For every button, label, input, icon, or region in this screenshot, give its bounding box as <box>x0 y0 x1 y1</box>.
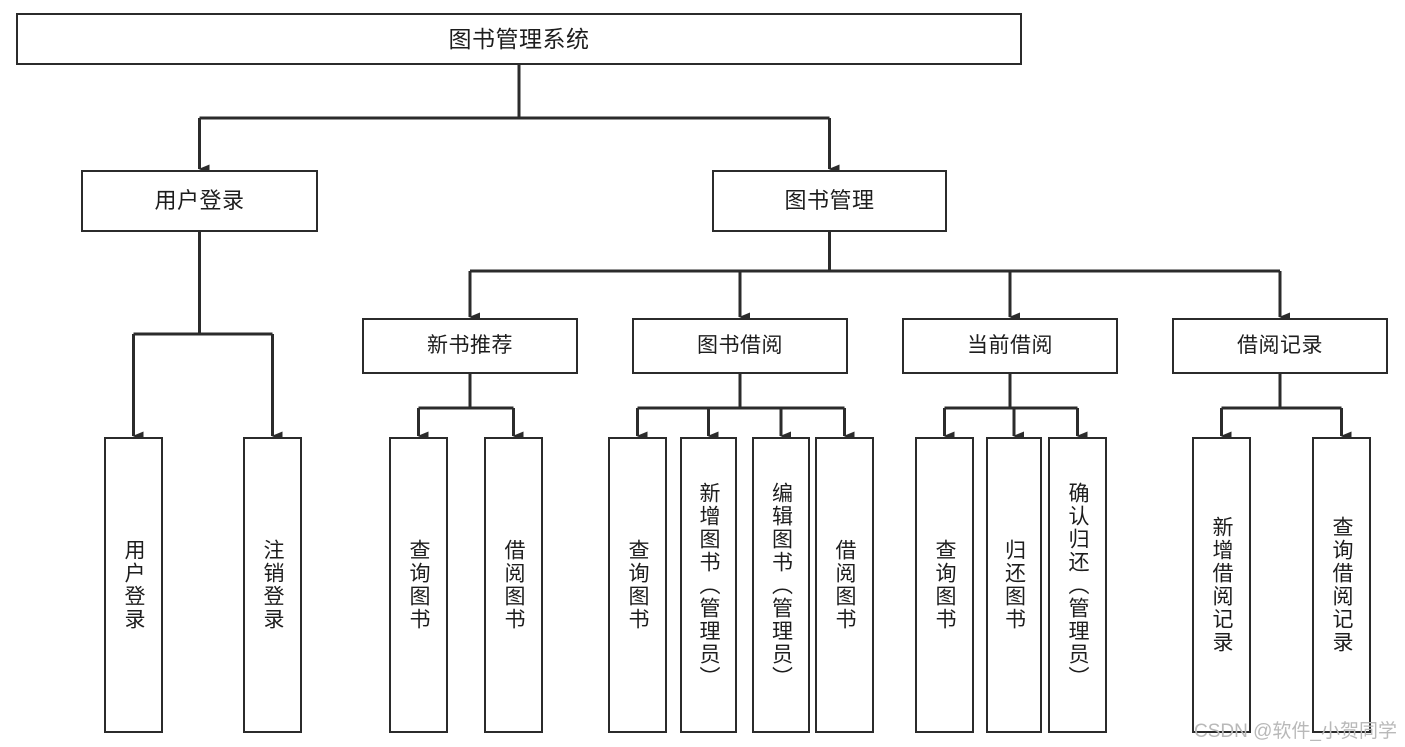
node-leaf-12[interactable]: 新增借阅记录 <box>1192 437 1251 733</box>
node-leaf-9[interactable]: 查询图书 <box>915 437 974 733</box>
node-newbook[interactable]: 新书推荐 <box>362 318 578 374</box>
node-label: 确认归还（管理员） <box>1066 481 1089 689</box>
node-label: 新增借阅记录 <box>1210 516 1233 654</box>
node-leaf-8[interactable]: 借阅图书 <box>815 437 874 733</box>
node-leaf-5[interactable]: 查询图书 <box>608 437 667 733</box>
node-leaf-4[interactable]: 借阅图书 <box>484 437 543 733</box>
node-leaf-13[interactable]: 查询借阅记录 <box>1312 437 1371 733</box>
node-bookmgmt[interactable]: 图书管理 <box>712 170 947 232</box>
node-current[interactable]: 当前借阅 <box>902 318 1118 374</box>
node-leaf-1[interactable]: 用户登录 <box>104 437 163 733</box>
node-leaf-2[interactable]: 注销登录 <box>243 437 302 733</box>
node-label: 当前借阅 <box>967 334 1053 358</box>
node-label: 查询图书 <box>626 539 649 631</box>
node-label: 查询图书 <box>933 539 956 631</box>
node-label: 查询图书 <box>407 539 430 631</box>
node-label: 编辑图书（管理员） <box>769 481 793 689</box>
node-label: 借阅图书 <box>833 539 856 631</box>
node-leaf-11[interactable]: 确认归还（管理员） <box>1048 437 1107 733</box>
node-label: 新书推荐 <box>427 334 513 358</box>
node-label: 查询借阅记录 <box>1330 516 1353 654</box>
node-leaf-7[interactable]: 编辑图书（管理员） <box>752 437 810 733</box>
node-label: 用户登录 <box>122 539 145 631</box>
node-label: 归还图书 <box>1002 539 1026 631</box>
node-label: 借阅图书 <box>502 539 525 631</box>
node-label: 图书管理系统 <box>448 25 590 52</box>
node-label: 图书管理 <box>784 187 875 213</box>
node-label: 用户登录 <box>154 187 245 213</box>
node-label: 注销登录 <box>261 539 284 631</box>
node-records[interactable]: 借阅记录 <box>1172 318 1388 374</box>
node-leaf-10[interactable]: 归还图书 <box>986 437 1042 733</box>
node-label: 借阅记录 <box>1237 334 1323 358</box>
node-login[interactable]: 用户登录 <box>81 170 318 232</box>
node-label: 新增图书（管理员） <box>697 481 720 689</box>
node-label: 图书借阅 <box>697 334 783 358</box>
node-borrow[interactable]: 图书借阅 <box>632 318 848 374</box>
node-leaf-6[interactable]: 新增图书（管理员） <box>680 437 737 733</box>
node-leaf-3[interactable]: 查询图书 <box>389 437 448 733</box>
node-root[interactable]: 图书管理系统 <box>16 13 1022 65</box>
